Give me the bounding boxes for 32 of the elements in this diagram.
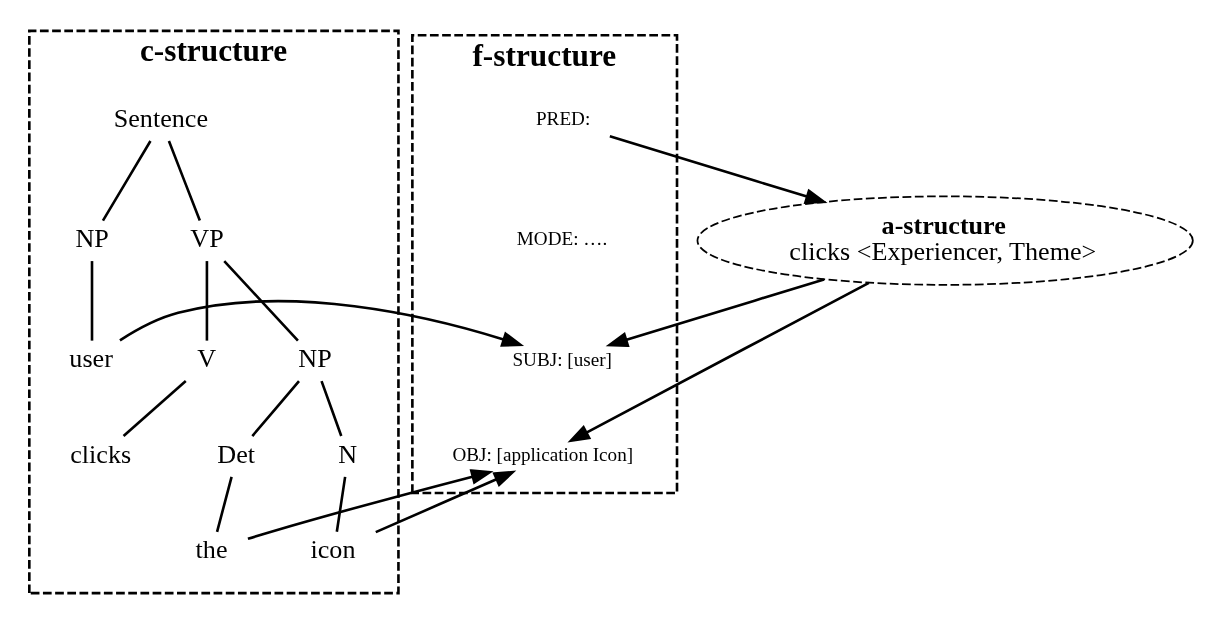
connector [205, 261, 209, 341]
connector [167, 140, 202, 222]
arrow [567, 281, 870, 443]
arrow [609, 135, 828, 204]
node-text: SUBJ: [user] [512, 348, 612, 370]
node-text: V [197, 343, 217, 373]
node-text: clicks [70, 439, 132, 469]
node-text: N [338, 439, 358, 469]
arrow [119, 299, 525, 347]
connector [101, 140, 152, 222]
arrow [605, 278, 825, 348]
node-text: Det [217, 439, 256, 469]
node-text: the [195, 535, 228, 565]
connector [215, 476, 233, 533]
node-text: VP [190, 223, 224, 253]
connector [90, 261, 94, 341]
connector [223, 260, 299, 342]
node-text: icon [310, 535, 356, 565]
connector [335, 476, 347, 532]
node-text: PRED: [535, 108, 591, 130]
connector [122, 380, 187, 437]
node-text: Sentence [113, 103, 209, 133]
connector [251, 380, 300, 437]
node-text: MODE: …. [516, 228, 608, 250]
node-ellipse: a-structure clicks <Experiencer, Theme> [696, 195, 1194, 286]
node-text: user [69, 343, 113, 373]
connector [320, 380, 343, 437]
node-text: NP [298, 343, 332, 373]
arrow [247, 469, 494, 541]
node-text: OBJ: [application Icon] [452, 444, 634, 466]
node-text: NP [75, 223, 109, 253]
arrow [375, 470, 517, 534]
